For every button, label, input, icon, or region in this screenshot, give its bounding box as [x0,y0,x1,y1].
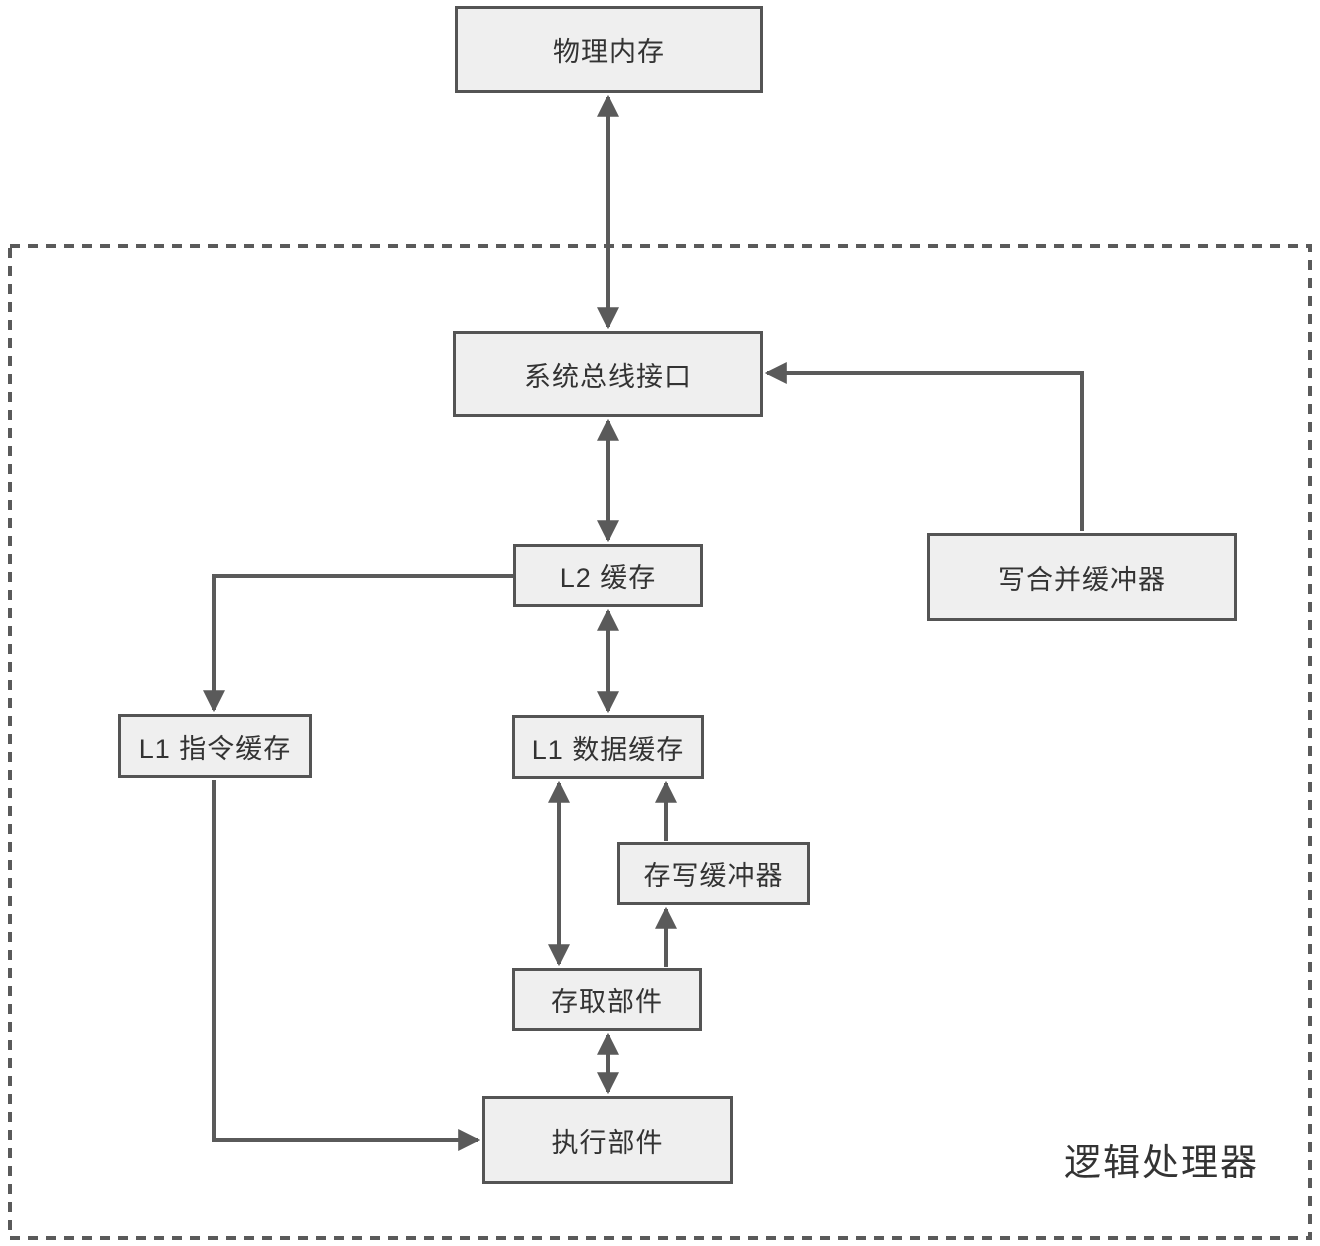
node-store-buffer: 存写缓冲器 [617,842,810,905]
node-physical-memory-label: 物理内存 [553,37,665,67]
node-system-bus-interface-label: 系统总线接口 [524,361,692,392]
node-physical-memory: 物理内存 [455,6,763,93]
node-write-combining-buffer-label: 写合并缓冲器 [998,564,1166,595]
node-l1-instruction-cache: L1 指令缓存 [118,714,312,778]
node-l2-cache-label: L2 缓存 [559,563,657,593]
node-l2-cache: L2 缓存 [513,544,703,607]
node-load-store-unit: 存取部件 [512,968,702,1031]
node-l1-data-cache: L1 数据缓存 [512,715,704,779]
node-load-store-unit-label: 存取部件 [551,987,663,1017]
node-l1-instruction-cache-label: L1 指令缓存 [138,733,292,764]
node-store-buffer-label: 存写缓冲器 [643,861,784,891]
edge-l2-cache-l1-icache [203,574,513,713]
edge-l1-icache-execution [212,780,481,1151]
node-system-bus-interface: 系统总线接口 [453,331,763,417]
node-execution-unit-label: 执行部件 [551,1127,664,1158]
logical-processor-dashed-box [8,244,1312,1240]
logical-processor-label: 逻辑处理器 [1064,1142,1259,1183]
node-write-combining-buffer: 写合并缓冲器 [927,533,1237,621]
edge-write-combine-system-bus [764,362,1084,531]
node-l1-data-cache-label: L1 数据缓存 [531,734,685,765]
node-execution-unit: 执行部件 [482,1096,733,1184]
